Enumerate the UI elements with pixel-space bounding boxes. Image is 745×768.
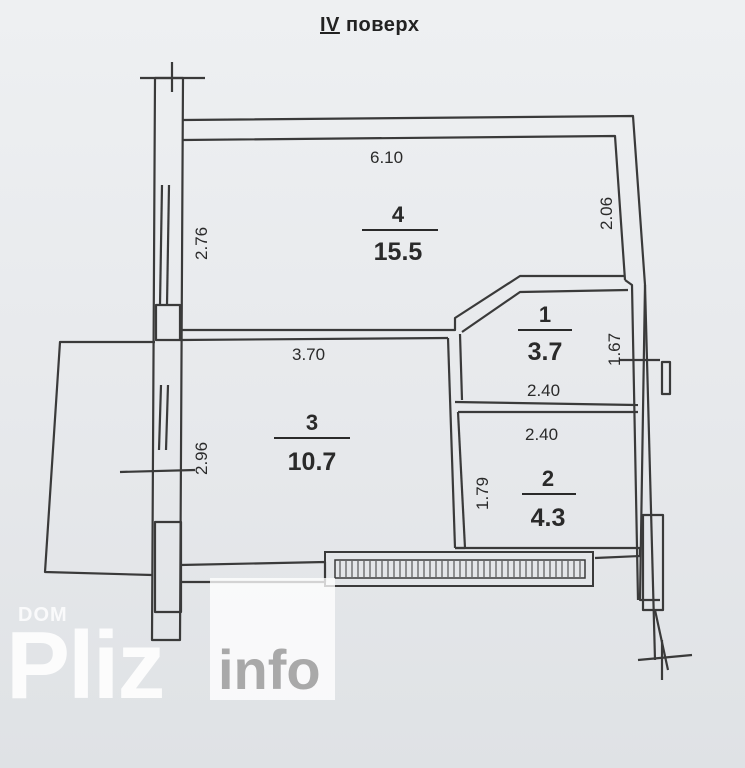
watermark-small-text: DOM <box>18 604 68 626</box>
floor-number: IV <box>320 14 340 36</box>
floor-word: поверх <box>345 14 420 36</box>
window-left-upper <box>158 184 164 306</box>
dim-room4-right: 2.06 <box>597 197 616 230</box>
room4-area: 15.5 <box>374 238 423 266</box>
watermark-brand: Pliz <box>6 612 165 719</box>
dim-room3-width: 3.70 <box>292 345 325 364</box>
dim-room3-left: 2.96 <box>192 442 211 475</box>
walls <box>43 62 693 680</box>
left-outer-wall <box>150 76 185 642</box>
dim-room4-left: 2.76 <box>192 227 211 260</box>
floor-title: IV поверх <box>320 14 420 37</box>
dim-room1-right: 1.67 <box>605 333 624 366</box>
room2-area: 4.3 <box>531 504 566 532</box>
watermark-suffix: info <box>218 638 321 701</box>
room3-area: 10.7 <box>288 448 337 476</box>
room4-number: 4 <box>392 202 405 227</box>
dim-room4-width: 6.10 <box>370 148 403 167</box>
dim-room1-bottom: 2.40 <box>527 381 560 400</box>
room1-room3-partition <box>446 337 457 549</box>
room1-number: 1 <box>539 302 551 327</box>
top-outer-wall <box>182 114 660 602</box>
dim-room2-left: 1.79 <box>473 477 492 510</box>
room1-room2-partition <box>454 400 639 407</box>
room4-room3-wall <box>180 274 625 332</box>
radiator-grille <box>324 551 594 587</box>
dim-room2-top: 2.40 <box>525 425 558 444</box>
right-outer-wall <box>624 279 640 601</box>
watermark-box <box>210 578 335 700</box>
room3-number: 3 <box>306 410 318 435</box>
balcony-outline <box>43 340 155 577</box>
room2-number: 2 <box>542 466 554 491</box>
watermark: DOM Pliz info <box>0 578 350 768</box>
room1-area: 3.7 <box>528 338 563 366</box>
window-left-lower <box>157 384 163 451</box>
